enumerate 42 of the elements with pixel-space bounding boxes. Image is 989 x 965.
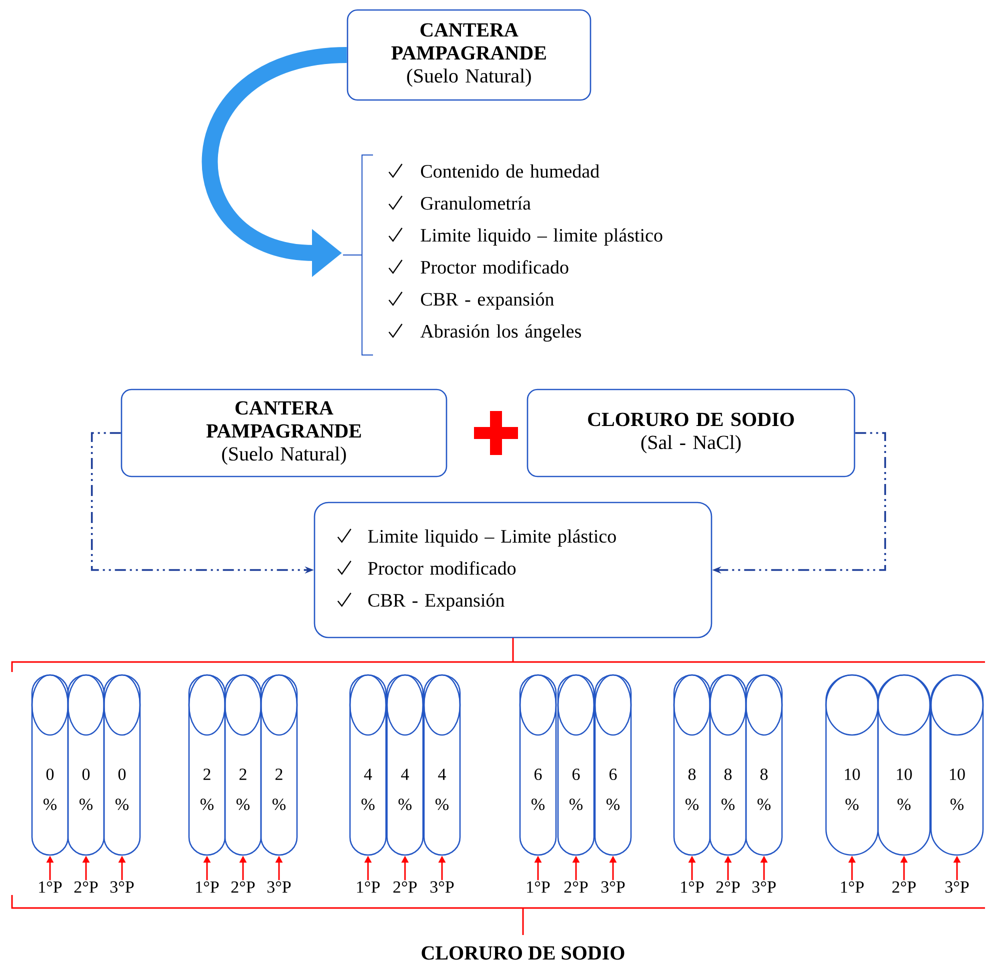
process-box: CANTERA PAMPAGRANDE (Suelo Natural): [120, 388, 448, 478]
capsule: 2 %: [224, 674, 262, 856]
capsule: 4 %: [386, 674, 424, 856]
sample-label: 1°P: [196, 881, 219, 893]
capsule: 2 %: [260, 674, 298, 856]
checklist: Contenido de humedad Granulometría Limite liquido – limite plástico Proctor modificado CBR - expansión Abrasión los ángeles: [420, 164, 662, 342]
capsule: 6 %: [557, 674, 595, 856]
sample-label: 1°P: [681, 881, 704, 893]
sample-label: 2°P: [564, 881, 588, 893]
capsule: 6 %: [594, 674, 632, 856]
capsule: 8 %: [709, 674, 747, 856]
capsule: 0 %: [103, 674, 141, 856]
sample-label: 3°P: [601, 881, 625, 893]
sample-label: 2°P: [892, 881, 916, 893]
capsule: 2 %: [188, 674, 226, 856]
capsule: 4 %: [349, 674, 387, 856]
sample-label: 2°P: [74, 881, 98, 893]
capsule: 4 %: [423, 674, 461, 856]
sample-label: 2°P: [716, 881, 740, 893]
capsule: 6 %: [519, 674, 557, 856]
caption-text: CLORURO DE SODIO: [422, 946, 624, 960]
capsule: 0 %: [31, 674, 69, 856]
capsule: 10 %: [825, 674, 879, 856]
sample-label: 3°P: [267, 881, 291, 893]
capsule: 8 %: [745, 674, 783, 856]
sample-label: 3°P: [110, 881, 134, 893]
process-box: Limite liquido – Limite plástico Proctor modificado CBR - Expansión: [314, 502, 712, 638]
capsule: 10 %: [930, 674, 984, 856]
process-box: CANTERA PAMPAGRANDE (Suelo Natural): [346, 9, 592, 101]
sample-label: 1°P: [841, 881, 864, 893]
sample-label: 1°P: [357, 881, 380, 893]
capsule: 10 %: [877, 674, 931, 856]
capsule: 0 %: [67, 674, 105, 856]
sample-label: 3°P: [430, 881, 454, 893]
sample-label: 1°P: [527, 881, 550, 893]
sample-label: 3°P: [945, 881, 969, 893]
sample-label: 1°P: [39, 881, 62, 893]
sample-label: 3°P: [752, 881, 776, 893]
process-box: CLORURO DE SODIO (Sal - NaCl): [526, 388, 856, 478]
capsule: 8 %: [673, 674, 711, 856]
sample-label: 2°P: [231, 881, 255, 893]
sample-label: 2°P: [393, 881, 417, 893]
